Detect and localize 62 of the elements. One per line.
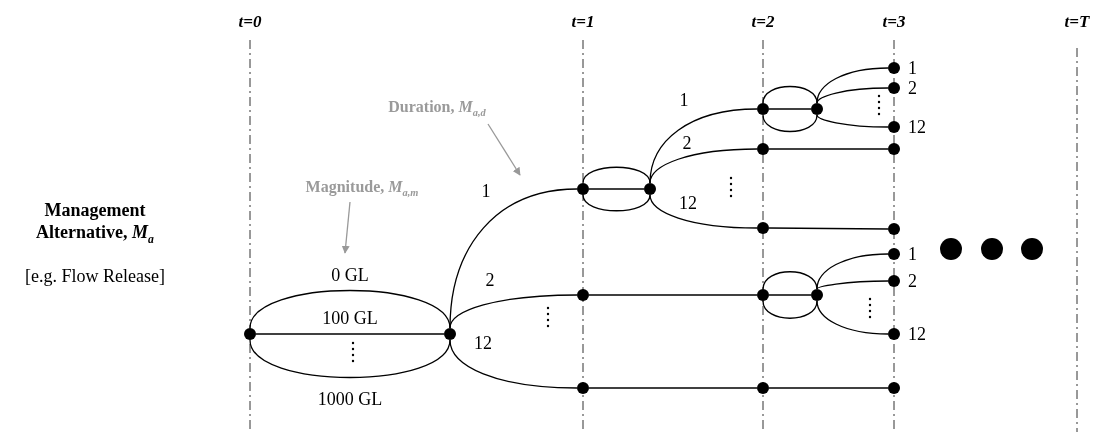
branch-line bbox=[816, 87, 889, 104]
branch-number: 2 bbox=[908, 78, 917, 98]
branch-line bbox=[768, 108, 812, 110]
branch-line bbox=[449, 339, 578, 389]
branch-line bbox=[449, 188, 578, 329]
node-dot bbox=[757, 103, 769, 115]
node-dot bbox=[757, 143, 769, 155]
branch-line bbox=[762, 85, 818, 104]
branch-line bbox=[768, 227, 889, 230]
branch-line bbox=[768, 387, 889, 389]
branch-number: 1 bbox=[908, 58, 917, 78]
branch-line bbox=[588, 188, 645, 190]
time-step-label: t=2 bbox=[751, 11, 775, 33]
branch-line bbox=[768, 294, 812, 296]
node-dot bbox=[811, 103, 823, 115]
heading-text: Management Alternative, M$_{a}$ bbox=[35, 199, 155, 248]
node-dot bbox=[757, 289, 769, 301]
annotation-text: Magnitude, M$_{a,m}$ bbox=[305, 176, 419, 204]
branch-line bbox=[582, 166, 651, 184]
branch-line bbox=[816, 280, 889, 290]
branch-line bbox=[582, 194, 651, 212]
branch-line bbox=[249, 289, 451, 329]
node-dot bbox=[888, 223, 900, 235]
time-step-label: t=1 bbox=[571, 11, 595, 33]
node-dot bbox=[888, 143, 900, 155]
node-dot bbox=[577, 289, 589, 301]
branch-number: 2 bbox=[908, 271, 917, 291]
branch-line bbox=[762, 300, 818, 319]
branch-line bbox=[588, 387, 758, 389]
branch-number: 12 bbox=[908, 117, 926, 137]
branch-line bbox=[762, 271, 818, 290]
node-dot bbox=[888, 382, 900, 394]
leader-arrow bbox=[487, 123, 521, 176]
branch-number: 12 bbox=[908, 324, 926, 344]
node-dot bbox=[644, 183, 656, 195]
branch-line bbox=[649, 148, 758, 184]
branch-line bbox=[649, 108, 758, 184]
branch-line bbox=[649, 194, 758, 229]
branch-line bbox=[249, 339, 451, 379]
node-dot bbox=[577, 382, 589, 394]
branch-number: 1 bbox=[908, 244, 917, 264]
time-step-label: t=0 bbox=[238, 11, 262, 33]
time-step-label: t=3 bbox=[882, 11, 906, 33]
branch-line bbox=[449, 294, 578, 329]
branch-line bbox=[816, 67, 889, 104]
branch-line bbox=[255, 333, 445, 335]
branch-line bbox=[588, 294, 758, 296]
branch-line bbox=[816, 300, 889, 335]
annotation-text: Duration, M$_{a,d}$ bbox=[388, 96, 486, 124]
node-dot bbox=[757, 222, 769, 234]
branch-line bbox=[816, 114, 889, 128]
node-dot bbox=[444, 328, 456, 340]
branch-line bbox=[768, 148, 889, 150]
time-step-label: t=T bbox=[1064, 11, 1090, 33]
branch-line bbox=[762, 114, 818, 133]
branch-line bbox=[816, 253, 889, 290]
node-dot bbox=[244, 328, 256, 340]
node-dot bbox=[811, 289, 823, 301]
node-dot bbox=[577, 183, 589, 195]
node-dot bbox=[757, 382, 769, 394]
leader-arrow bbox=[341, 201, 351, 254]
note-text: [e.g. Flow Release] bbox=[25, 265, 165, 287]
